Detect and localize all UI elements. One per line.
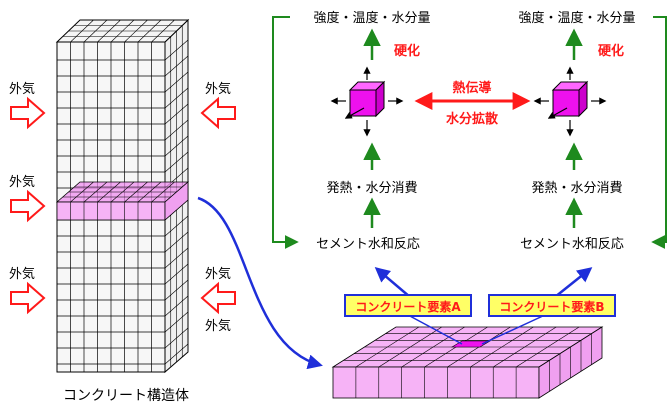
- cube-axes-a: [330, 66, 404, 137]
- air-arrow-left-1: [10, 96, 46, 130]
- highlighted-layer: [55, 181, 190, 221]
- outside-air-label-1: 外気: [9, 81, 35, 97]
- hardening-a: 硬化: [394, 43, 420, 59]
- outside-air-label-6: 外気: [205, 318, 231, 334]
- air-arrow-left-3: [10, 281, 46, 315]
- cube-axes-b: [533, 66, 607, 137]
- pointer-arrow-a: [374, 267, 411, 298]
- structure-caption: コンクリート構造体: [63, 388, 189, 404]
- air-arrow-right-2: [200, 281, 236, 315]
- element-slab: [331, 326, 604, 399]
- reaction-a: セメント水和反応: [316, 237, 420, 252]
- outside-air-arrows: [10, 96, 236, 315]
- outside-air-label-3: 外気: [9, 174, 35, 190]
- element-b-label-box: [488, 294, 616, 317]
- feedback-loop-b: [651, 16, 667, 249]
- hardening-b: 硬化: [598, 43, 624, 59]
- heat-b: 発熱・水分消費: [531, 181, 622, 196]
- feedback-loop-a: [272, 16, 299, 249]
- exchange-moisture: 水分拡散: [446, 111, 499, 127]
- air-arrow-left-2: [10, 189, 46, 223]
- air-arrow-right-1: [200, 96, 236, 130]
- outside-air-label-4: 外気: [9, 266, 35, 282]
- outside-air-label-5: 外気: [205, 266, 231, 282]
- pointer-arrow-b: [554, 267, 593, 298]
- element-cube-a: [344, 80, 386, 119]
- element-cube-b: [547, 80, 589, 119]
- output-b: 強度・温度・水分量: [518, 10, 635, 26]
- outside-air-label-2: 外気: [205, 81, 231, 97]
- zoom-arrow: [197, 196, 323, 370]
- element-b-label: コンクリート要素B: [499, 299, 604, 314]
- element-a-label: コンクリート要素A: [355, 299, 461, 314]
- output-a: 強度・温度・水分量: [313, 10, 430, 26]
- concrete-structure: [55, 18, 190, 374]
- element-a-label-box: [344, 294, 472, 317]
- reaction-b: セメント水和反応: [520, 237, 624, 252]
- exchange-heat: 熱伝導: [452, 80, 491, 96]
- heat-a: 発熱・水分消費: [326, 181, 417, 196]
